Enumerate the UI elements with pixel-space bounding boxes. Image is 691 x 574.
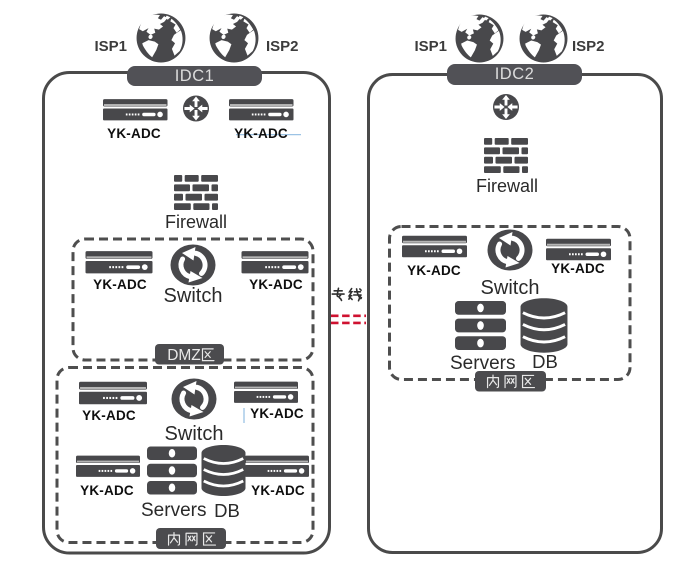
svg-text:DMZ: DMZ bbox=[167, 347, 201, 364]
